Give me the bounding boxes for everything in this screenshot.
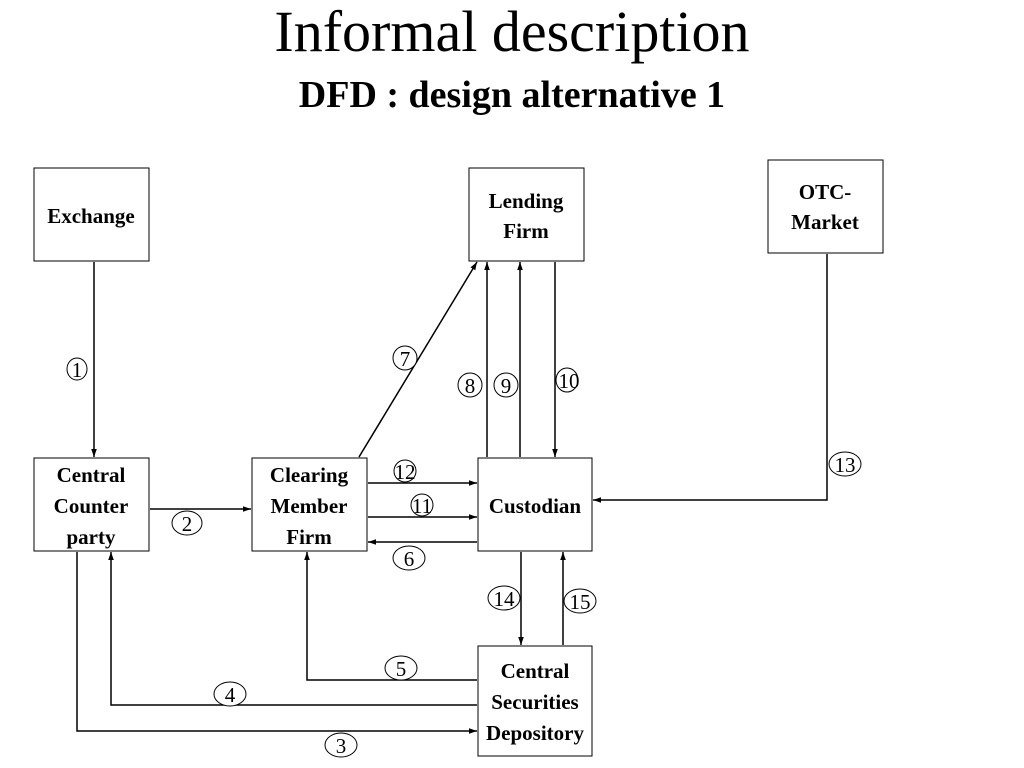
- flow-7-number: 7: [400, 347, 411, 371]
- flow-4-arrow: [108, 552, 477, 706]
- flow-4-number: 4: [225, 683, 236, 707]
- node-cmf-label-2: Member: [271, 494, 348, 518]
- flow-15-number: 15: [570, 590, 591, 614]
- node-ccp-label-2: Counter: [54, 494, 129, 518]
- flow-5-arrow: [304, 552, 477, 681]
- flow-11-number: 11: [412, 494, 432, 518]
- node-otc-market-label-1: OTC-: [799, 180, 852, 204]
- node-clearing-member-firm: Clearing Member Firm: [251, 457, 368, 552]
- node-csd-label-3: Depository: [486, 721, 584, 745]
- flow-3-number: 3: [336, 734, 347, 758]
- flow-13-number: 13: [835, 453, 856, 477]
- flow-2-number: 2: [182, 512, 193, 536]
- flow-10-label: 10: [555, 367, 580, 393]
- flow-13-arrow: [593, 254, 828, 503]
- page-subtitle: DFD : design alternative 1: [298, 74, 726, 116]
- flow-15-label: 15: [563, 588, 597, 614]
- node-exchange: Exchange: [33, 167, 150, 262]
- flow-14-number: 14: [494, 587, 516, 611]
- flow-8-number: 8: [465, 374, 476, 398]
- flow-7-label: 7: [392, 345, 418, 371]
- flow-arrows: [76, 254, 828, 734]
- node-lending-firm: Lending Firm: [468, 167, 585, 262]
- flow-6-number: 6: [404, 547, 415, 571]
- node-lending-firm-label-1: Lending: [489, 189, 564, 213]
- page-title: Informal description: [274, 0, 750, 64]
- flow-9-label: 9: [493, 372, 519, 398]
- flow-2-label: 2: [171, 510, 203, 536]
- node-otc-market-label-2: Market: [791, 210, 859, 234]
- flow-4-label: 4: [213, 681, 247, 707]
- node-lending-firm-label-2: Firm: [503, 219, 549, 243]
- flow-9-number: 9: [501, 374, 512, 398]
- node-ccp-label-3: party: [67, 525, 116, 549]
- flow-11-label: 11: [410, 493, 434, 518]
- node-cmf-label-3: Firm: [286, 525, 332, 549]
- flow-14-label: 14: [487, 585, 521, 611]
- flow-8-label: 8: [457, 372, 483, 398]
- node-cmf-label-1: Clearing: [270, 463, 349, 487]
- flow-10-number: 10: [559, 369, 580, 393]
- node-central-counter-party: Central Counter party: [33, 457, 150, 552]
- flow-3-arrow: [76, 552, 477, 734]
- node-custodian: Custodian: [477, 457, 593, 552]
- flow-13-label: 13: [828, 451, 862, 477]
- node-csd-label-1: Central: [501, 659, 570, 683]
- flow-5-number: 5: [396, 657, 407, 681]
- flow-6-label: 6: [392, 545, 426, 571]
- flow-3-label: 3: [324, 732, 358, 758]
- node-csd-label-2: Securities: [491, 690, 578, 714]
- flow-12-label: 12: [393, 459, 417, 484]
- flow-5-label: 5: [384, 655, 418, 681]
- flow-7-arrow: [358, 261, 478, 458]
- flow-1-label: 1: [66, 357, 88, 382]
- node-exchange-label: Exchange: [47, 204, 135, 228]
- node-ccp-label-1: Central: [57, 463, 126, 487]
- flow-1-number: 1: [72, 358, 83, 382]
- node-custodian-label: Custodian: [489, 494, 582, 518]
- node-otc-market: OTC- Market: [767, 159, 884, 254]
- flow-12-number: 12: [395, 460, 416, 484]
- node-central-securities-depository: Central Securities Depository: [477, 645, 593, 757]
